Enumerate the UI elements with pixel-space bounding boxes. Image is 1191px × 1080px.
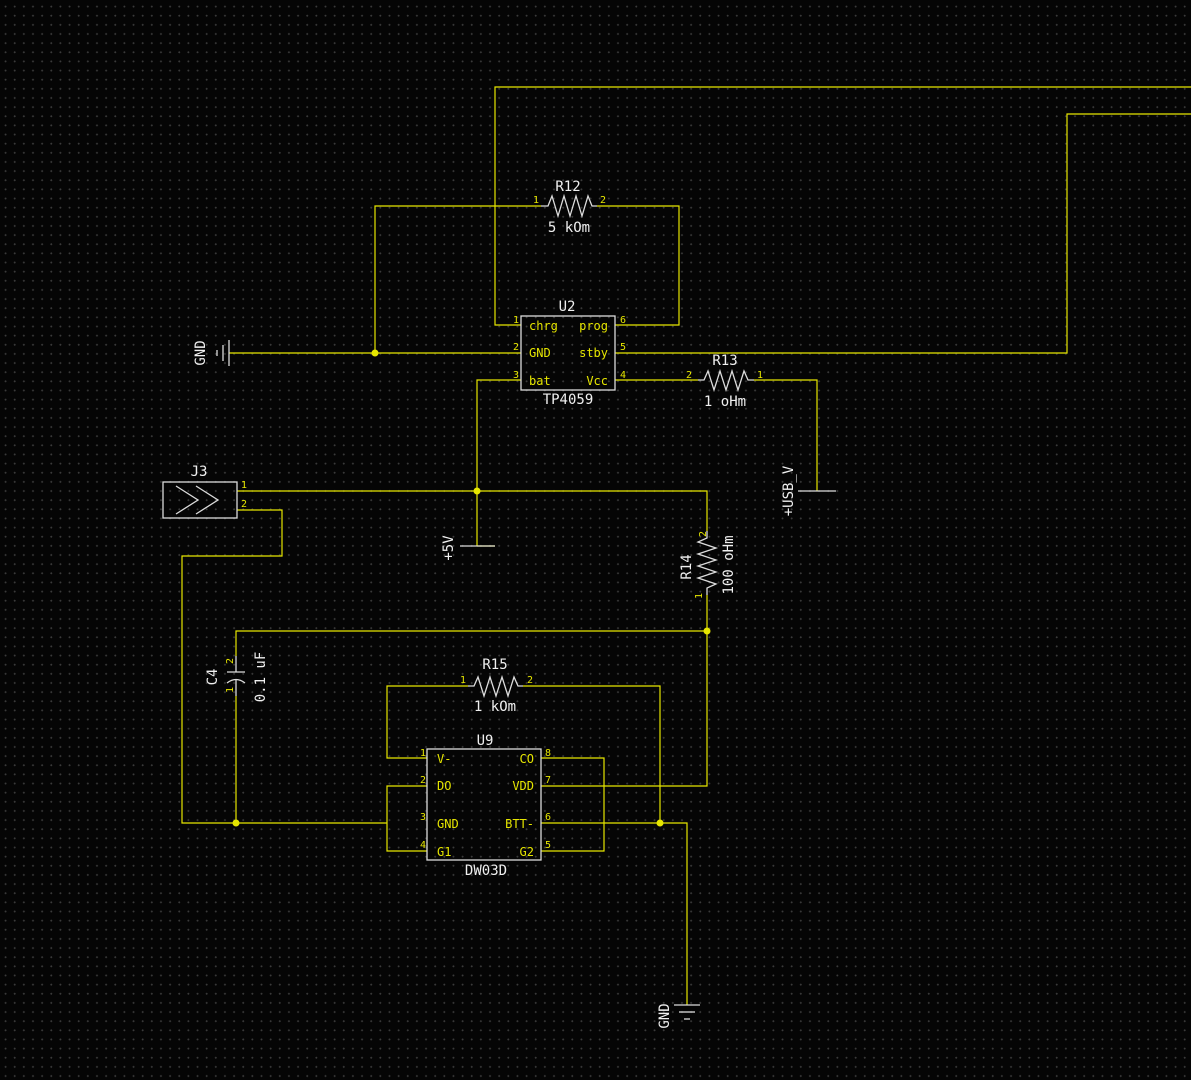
wire-j3-pin1[interactable] <box>237 490 708 531</box>
r12-value: 5 kOm <box>548 220 590 236</box>
u2-value: TP4059 <box>543 392 594 408</box>
u2-pin-num: 1 <box>513 315 519 326</box>
gnd-symbol-bottom[interactable]: GND <box>657 1003 700 1029</box>
wire-r12-right[interactable] <box>597 205 680 326</box>
u9-pin-name: V- <box>437 752 451 766</box>
junction-dot <box>473 487 481 495</box>
junctions <box>232 349 711 827</box>
u2-pin-name: Vcc <box>586 374 608 388</box>
j3-pin2: 2 <box>241 499 247 510</box>
capacitor-c4[interactable]: C4 0.1 uF 2 1 <box>205 652 269 703</box>
u9-pin-name: BTT- <box>505 817 534 831</box>
u2-pin-num: 3 <box>513 370 519 381</box>
wire-c4-top[interactable] <box>235 630 707 656</box>
gnd-symbol-top[interactable]: GND <box>193 340 230 366</box>
wire-btt-gnd[interactable] <box>541 822 688 1005</box>
r13-pin2: 2 <box>686 370 692 381</box>
wire-do-g1[interactable] <box>386 785 427 852</box>
junction-dot <box>703 627 711 635</box>
r12-pin1: 1 <box>533 195 539 206</box>
usb-v-symbol[interactable]: +USB_V <box>781 465 836 516</box>
u9-value: DW03D <box>465 863 507 879</box>
u9-pin-num: 5 <box>545 840 551 851</box>
j3-ref: J3 <box>191 464 208 480</box>
wire-bat[interactable] <box>476 379 521 546</box>
r14-value: 100 oHm <box>721 535 737 594</box>
u9-pin-num: 2 <box>420 775 426 786</box>
connector-j3[interactable]: J3 1 2 <box>162 464 247 519</box>
u2-pin-num: 5 <box>620 342 626 353</box>
wires[interactable] <box>181 86 1191 1005</box>
junction-dot <box>232 819 240 827</box>
ic-u9[interactable]: U9 DW03D 1 2 3 4 8 7 6 5 V- DO GND G1 CO… <box>420 733 551 879</box>
u2-pin-num: 6 <box>620 315 626 326</box>
wire-r15-right[interactable] <box>523 685 661 823</box>
plus5v-label: +5V <box>441 535 457 561</box>
wire-r12-left[interactable] <box>374 205 541 353</box>
u9-ref: U9 <box>477 733 494 749</box>
u9-pin-name: CO <box>520 752 534 766</box>
r14-pin2: 2 <box>698 531 709 537</box>
u9-pin-num: 6 <box>545 812 551 823</box>
u2-pin-name: bat <box>529 374 551 388</box>
junction-dot <box>656 819 664 827</box>
c4-pin2: 2 <box>225 658 236 664</box>
r14-ref: R14 <box>679 554 695 579</box>
u2-pin-name: GND <box>529 346 551 360</box>
wire-stby[interactable] <box>615 113 1191 354</box>
u2-pin-num: 2 <box>513 342 519 353</box>
u9-pin-num: 3 <box>420 812 426 823</box>
r12-pin2: 2 <box>600 195 606 206</box>
u9-pin-name: VDD <box>512 779 534 793</box>
resistor-r14[interactable]: R14 100 oHm 2 1 <box>679 531 737 599</box>
u2-pin-num: 4 <box>620 370 626 381</box>
wire-j3-pin2[interactable] <box>181 509 387 824</box>
c4-value: 0.1 uF <box>253 652 269 703</box>
r15-pin2: 2 <box>527 675 533 686</box>
gnd-label-top: GND <box>193 340 209 365</box>
u9-pin-name: G2 <box>520 845 534 859</box>
u9-pin-name: DO <box>437 779 451 793</box>
u9-pin-name: G1 <box>437 845 451 859</box>
u2-pin-name: chrg <box>529 319 558 333</box>
r13-ref: R13 <box>712 353 737 369</box>
r15-ref: R15 <box>482 657 507 673</box>
j3-pin1: 1 <box>241 480 247 491</box>
u9-pin-num: 8 <box>545 748 551 759</box>
c4-pin1: 1 <box>225 687 236 693</box>
u9-pin-name: GND <box>437 817 459 831</box>
u2-ref: U2 <box>559 299 576 315</box>
usb-v-label: +USB_V <box>781 465 797 516</box>
gnd-label-bottom: GND <box>657 1003 673 1028</box>
r15-pin1: 1 <box>460 675 466 686</box>
plus5v-symbol[interactable]: +5V <box>441 535 495 561</box>
resistor-r12[interactable]: R12 5 kOm 1 2 <box>533 179 606 236</box>
resistor-r15[interactable]: R15 1 kOm 1 2 <box>460 657 533 715</box>
wire-r14-vdd[interactable] <box>541 595 708 787</box>
wire-r15-left[interactable] <box>386 685 468 759</box>
resistor-r13[interactable]: R13 1 oHm 2 1 <box>686 353 763 410</box>
ic-u2[interactable]: U2 TP4059 1 2 3 6 5 4 chrg GND bat prog … <box>513 299 626 408</box>
c4-ref: C4 <box>205 669 221 686</box>
r13-value: 1 oHm <box>704 394 746 410</box>
r12-ref: R12 <box>555 179 580 195</box>
u9-pin-num: 1 <box>420 748 426 759</box>
u9-pin-num: 7 <box>545 775 551 786</box>
r15-value: 1 kOm <box>474 699 516 715</box>
u2-pin-name: prog <box>579 319 608 333</box>
r13-pin1: 1 <box>757 370 763 381</box>
junction-dot <box>371 349 379 357</box>
wire-co-g2[interactable] <box>541 757 605 852</box>
u9-pin-num: 4 <box>420 840 426 851</box>
wire-r13-usb[interactable] <box>754 379 818 491</box>
u2-pin-name: stby <box>579 346 608 360</box>
r14-pin1: 1 <box>694 593 705 599</box>
